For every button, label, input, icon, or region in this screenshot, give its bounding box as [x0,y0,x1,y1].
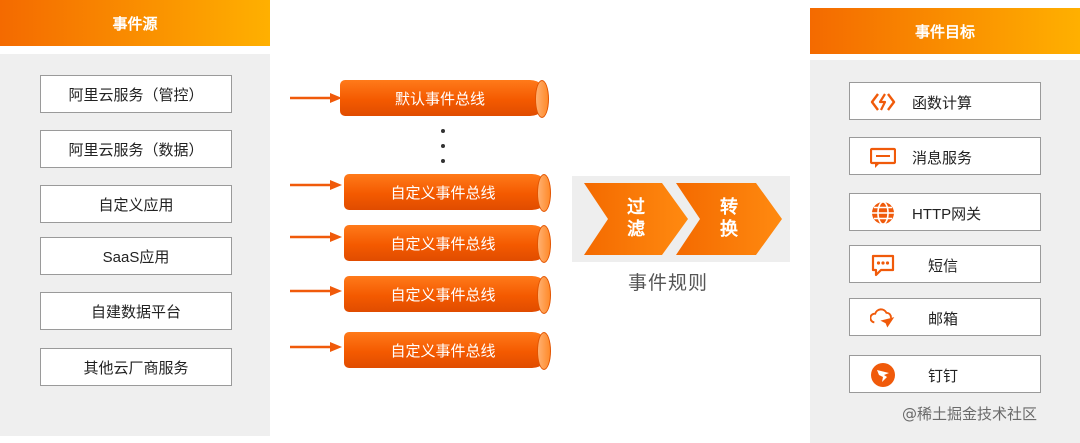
watermark-text: @稀土掘金技术社区 [902,405,1038,423]
target-label: 函数计算 [912,94,973,112]
bus-label: 自定义事件总线 [390,342,496,360]
ellipsis-dot [441,159,445,163]
target-sms: 短信 [849,245,1041,283]
filter-char-1: 过 [627,197,645,217]
event-target-title: 事件目标 [914,23,975,41]
custom-event-bus: 自定义事件总线 [344,225,551,263]
filter-char-2: 滤 [627,219,645,239]
target-label: 钉钉 [928,367,959,385]
target-function-compute: 函数计算 [849,82,1041,120]
arrow-right-icon [290,285,342,297]
event-rule-caption: 事件规则 [628,273,709,294]
source-aliyun-control: 阿里云服务（管控） [40,75,232,113]
arrow-right-icon [290,341,342,353]
custom-event-bus: 自定义事件总线 [344,174,551,212]
event-source-header: 事件源 [0,0,270,46]
target-label: HTTP网关 [912,205,982,223]
filter-text: 过 滤 [623,196,649,240]
mail-plane-icon [870,305,896,331]
filter-chevron [584,183,688,260]
arrow-right-icon [290,92,342,104]
source-saas-app: SaaS应用 [40,237,232,275]
bus-label: 自定义事件总线 [390,286,496,304]
ellipsis-dot [441,129,445,133]
custom-event-bus: 自定义事件总线 [344,276,551,314]
event-source-title: 事件源 [112,15,158,33]
function-compute-icon [870,89,896,115]
target-dingtalk: 钉钉 [849,355,1041,393]
source-label: 阿里云服务（管控） [68,86,204,104]
source-self-built-platform: 自建数据平台 [40,292,232,330]
bus-label: 自定义事件总线 [390,235,496,253]
transform-text: 转 换 [716,196,742,240]
custom-event-bus: 自定义事件总线 [344,332,551,370]
source-other-cloud: 其他云厂商服务 [40,348,232,386]
source-label: 自定义应用 [98,196,174,214]
ellipsis-dot [441,144,445,148]
target-label: 消息服务 [912,149,973,167]
globe-icon [870,200,896,226]
target-http-gateway: HTTP网关 [849,193,1041,231]
target-label: 短信 [928,257,959,275]
arrow-right-icon [290,179,342,191]
bus-label: 默认事件总线 [394,90,485,108]
source-custom-app: 自定义应用 [40,185,232,223]
transform-char-1: 转 [720,197,738,217]
transform-char-2: 换 [720,219,738,239]
source-label: 阿里云服务（数据） [68,141,204,159]
event-target-header: 事件目标 [810,8,1080,54]
default-event-bus: 默认事件总线 [340,80,549,118]
arrow-right-icon [290,231,342,243]
dingtalk-icon [870,362,896,388]
source-label: SaaS应用 [102,248,170,266]
source-label: 自建数据平台 [90,303,181,321]
source-label: 其他云厂商服务 [83,359,189,377]
target-label: 邮箱 [928,310,959,328]
source-aliyun-data: 阿里云服务（数据） [40,130,232,168]
sms-icon [870,252,896,278]
message-service-icon [870,144,896,170]
bus-label: 自定义事件总线 [390,184,496,202]
target-message-service: 消息服务 [849,137,1041,175]
target-mail: 邮箱 [849,298,1041,336]
transform-chevron [676,183,782,260]
